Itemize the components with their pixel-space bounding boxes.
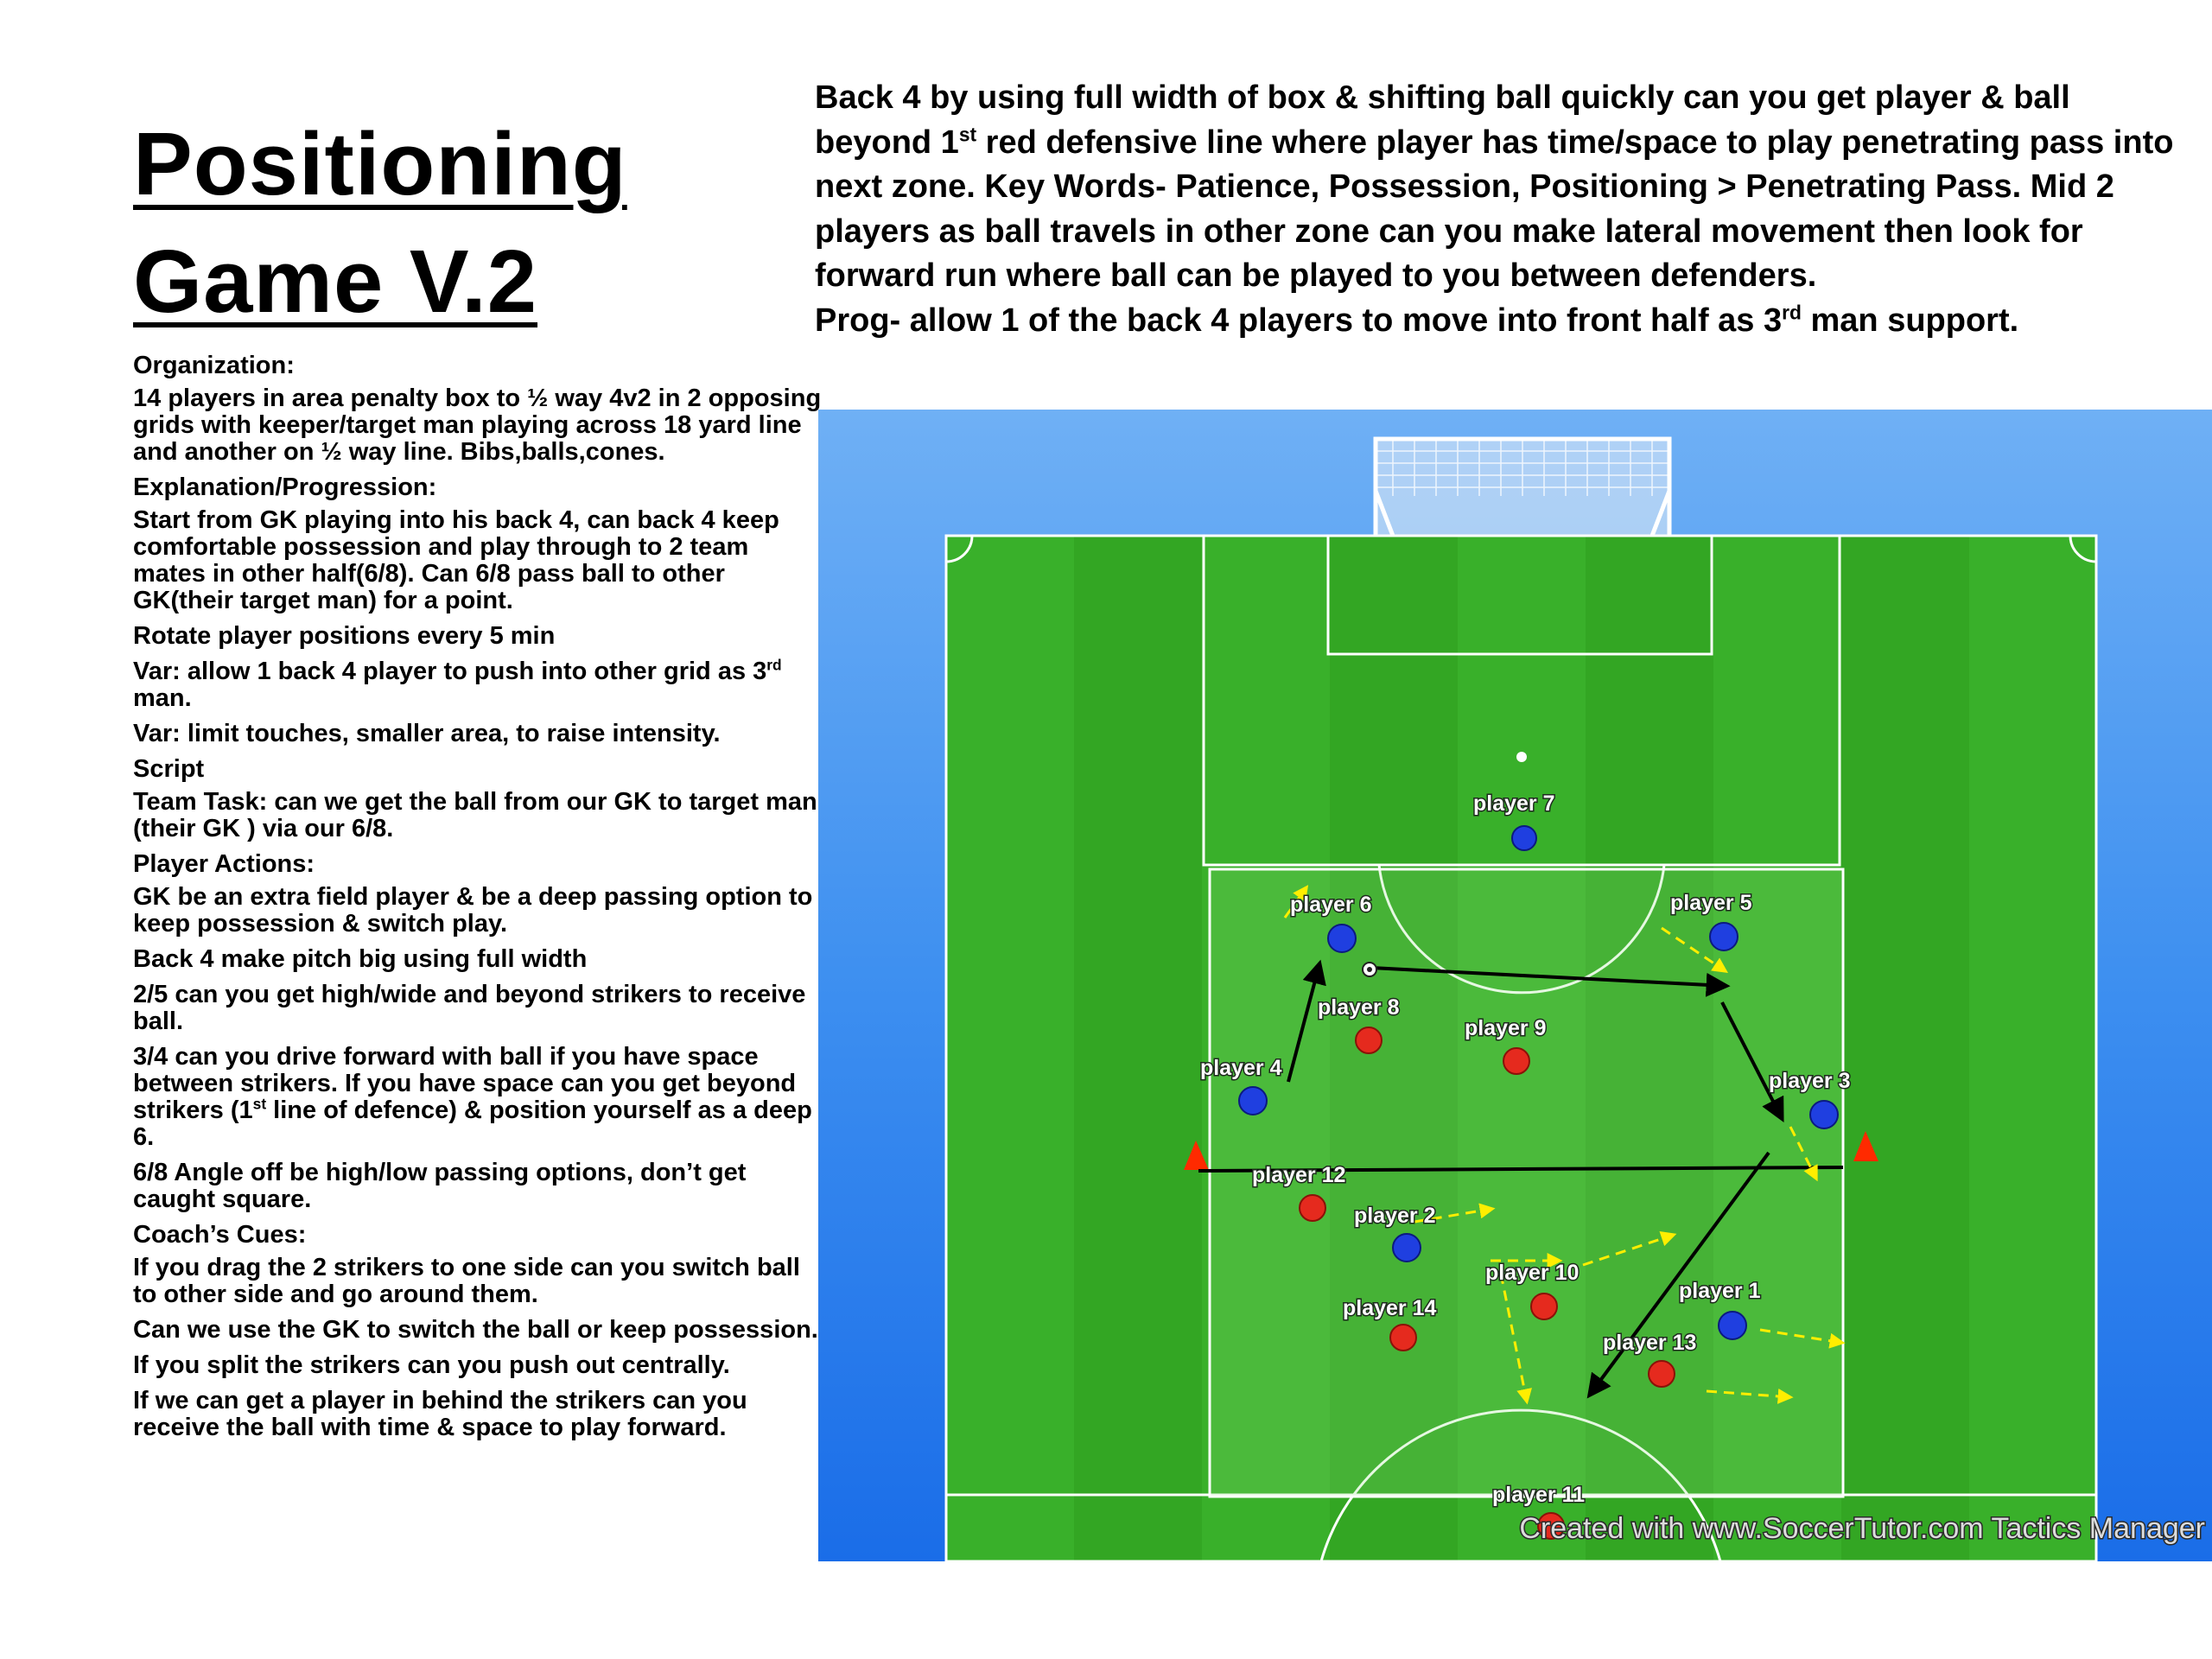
- svg-text:player 12: player 12: [1252, 1163, 1345, 1187]
- title-line-1: Positioning: [133, 114, 627, 213]
- coach-cues-heading: Coach’s Cues:: [133, 1221, 307, 1249]
- svg-text:player 5: player 5: [1670, 891, 1752, 915]
- coach-cue-2: Can we use the GK to switch the ball or …: [133, 1316, 818, 1344]
- svg-text:player 11: player 11: [1492, 1483, 1585, 1507]
- defensive-line: [1198, 1166, 1844, 1173]
- run-arrow-5-to-3: [1720, 1001, 1784, 1122]
- player-12: player 12: [1251, 1162, 1347, 1222]
- player-14: player 14: [1342, 1295, 1438, 1351]
- player-4: player 4: [1199, 1055, 1283, 1116]
- explanation-text: Start from GK playing into his back 4, c…: [133, 506, 779, 614]
- watermark: Created with www.SoccerTutor.com Tactics…: [1519, 1512, 2205, 1545]
- run-arrow-13: [1706, 1388, 1794, 1404]
- script-heading: Script: [133, 755, 205, 783]
- player-5: player 5: [1669, 890, 1753, 951]
- player-1: player 1: [1678, 1278, 1762, 1340]
- explanation-heading: Explanation/Progression:: [133, 474, 437, 501]
- svg-text:player 7: player 7: [1473, 791, 1555, 816]
- run-arrow-2: [1414, 1203, 1496, 1224]
- coach-cue-3: If you split the strikers can you push o…: [133, 1351, 730, 1379]
- player-7: player 7: [1472, 791, 1556, 851]
- svg-text:player 10: player 10: [1485, 1261, 1579, 1285]
- coaching-notes: Organization: 14 players in area penalty…: [133, 353, 824, 1450]
- svg-text:player 8: player 8: [1318, 995, 1400, 1020]
- svg-text:player 4: player 4: [1200, 1056, 1282, 1080]
- goal: [1373, 436, 1672, 537]
- svg-text:player 13: player 13: [1603, 1331, 1696, 1355]
- organization-heading: Organization:: [133, 352, 295, 379]
- pass-arrows: [1198, 959, 1844, 1399]
- action-gk: GK be an extra field player & be a deep …: [133, 883, 813, 938]
- player-9: player 9: [1464, 1015, 1548, 1075]
- player-13: player 13: [1602, 1330, 1698, 1388]
- action-2-5: 2/5 can you get high/wide and beyond str…: [133, 981, 806, 1035]
- session-description: Back 4 by using full width of box & shif…: [815, 76, 2180, 343]
- pass-arrow-3-to-13: [1586, 1151, 1770, 1399]
- player-8: player 8: [1317, 995, 1401, 1054]
- description-paragraph-1: Back 4 by using full width of box & shif…: [815, 79, 2174, 294]
- ball: [1362, 962, 1377, 977]
- action-6-8: 6/8 Angle off be high/low passing option…: [133, 1159, 747, 1213]
- run-arrow-3: [1789, 1126, 1818, 1182]
- run-arrow-4-to-6: [1287, 959, 1326, 1083]
- cone-right: [1853, 1131, 1878, 1161]
- player-3: player 3: [1768, 1068, 1852, 1129]
- run-arrow-5: [1661, 926, 1728, 974]
- run-arrow-6: [1283, 885, 1309, 918]
- run-arrow-1: [1759, 1328, 1846, 1349]
- player-6: player 6: [1289, 892, 1373, 953]
- team-task: Team Task: can we get the ball from our …: [133, 788, 817, 842]
- svg-text:player 9: player 9: [1465, 1016, 1547, 1040]
- player-actions-heading: Player Actions:: [133, 850, 315, 878]
- movement-arrows: [1283, 885, 1846, 1405]
- pass-arrow-6-to-5: [1370, 966, 1731, 997]
- player-11: player 11: [1491, 1482, 1586, 1540]
- svg-text:player 2: player 2: [1354, 1204, 1436, 1228]
- variation-2: Var: limit touches, smaller area, to rai…: [133, 720, 721, 747]
- description-progression: Prog- allow 1 of the back 4 players to m…: [815, 300, 2019, 339]
- tactics-diagram: player 7 player 6 player 5 player 8 play…: [818, 410, 2212, 1561]
- run-arrow-10c: [1499, 1273, 1532, 1405]
- action-3-4: 3/4 can you drive forward with ball if y…: [133, 1043, 812, 1151]
- svg-text:player 14: player 14: [1343, 1296, 1437, 1320]
- svg-text:player 3: player 3: [1769, 1069, 1851, 1093]
- organization-text: 14 players in area penalty box to ½ way …: [133, 385, 822, 466]
- penalty-spot: [1516, 752, 1527, 762]
- player-2: player 2: [1353, 1203, 1437, 1262]
- coach-cue-4: If we can get a player in behind the str…: [133, 1387, 747, 1441]
- player-10: player 10: [1484, 1260, 1580, 1320]
- cone-left: [1184, 1141, 1209, 1170]
- svg-text:player 6: player 6: [1290, 893, 1372, 917]
- coach-cue-1: If you drag the 2 strikers to one side c…: [133, 1254, 800, 1308]
- page-title: Positioning Game V.2: [133, 105, 627, 340]
- action-back4: Back 4 make pitch big using full width: [133, 945, 588, 973]
- svg-text:player 1: player 1: [1679, 1279, 1761, 1303]
- variation-1: Var: allow 1 back 4 player to push into …: [133, 656, 782, 712]
- pitch-markings: [944, 534, 2098, 1561]
- rotate-note: Rotate player positions every 5 min: [133, 622, 556, 650]
- title-line-2: Game V.2: [133, 232, 538, 331]
